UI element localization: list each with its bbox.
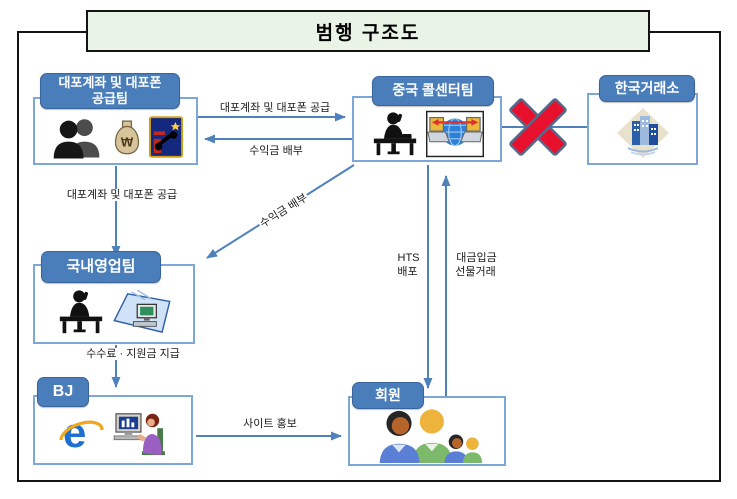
busts-icon — [53, 119, 99, 159]
node-label-bj: BJ — [37, 377, 89, 407]
svg-text:W: W — [120, 135, 133, 150]
node-bj: e — [33, 395, 193, 465]
computer-user-icon — [113, 413, 165, 456]
edge-label-bj-to-members: 사이트 홍보 — [242, 418, 298, 430]
node-label-members: 회원 — [352, 382, 424, 409]
network-laptops-icon — [425, 110, 484, 158]
node-label-domestic-sales: 국내영업팀 — [41, 251, 161, 283]
svg-text:e: e — [63, 410, 86, 456]
diagram-title: 범행 구조도 — [86, 10, 650, 52]
node-label-krx: 한국거래소 — [599, 75, 695, 102]
node-krx — [587, 93, 698, 165]
fax-paper-icon — [112, 290, 171, 333]
edge-label-supply-to-china: 대포계좌 및 대포폰 공급 — [218, 102, 332, 114]
edge-label-china-to-members: HTS 배포 — [396, 252, 420, 279]
edge-label-china-to-supply: 수익금 배부 — [248, 145, 304, 157]
edge-label-supply-to-domestic: 대포계좌 및 대포폰 공급 — [65, 189, 179, 201]
node-china-callcenter — [352, 96, 502, 162]
internet-explorer-icon: e — [58, 410, 104, 456]
exchange-building-icon — [616, 108, 669, 158]
people-group-icon — [379, 409, 483, 463]
desk-worker-icon — [59, 290, 102, 334]
phone-card-icon — [148, 116, 183, 158]
edge-label-members-to-china: 대금입금 선물거래 — [455, 252, 497, 279]
node-label-supply-team: 대포계좌 및 대포폰 공급팀 — [40, 73, 180, 109]
node-label-china-callcenter: 중국 콜센터팀 — [372, 76, 494, 106]
money-bag-icon: W — [114, 120, 139, 155]
edge-label-domestic-to-bj: 수수료 · 지원금 지급 — [85, 348, 181, 360]
blocked-x-icon — [509, 98, 567, 156]
diagram-title-text: 범행 구조도 — [315, 22, 421, 44]
node-members — [348, 396, 506, 466]
desk-worker-icon — [373, 112, 416, 156]
